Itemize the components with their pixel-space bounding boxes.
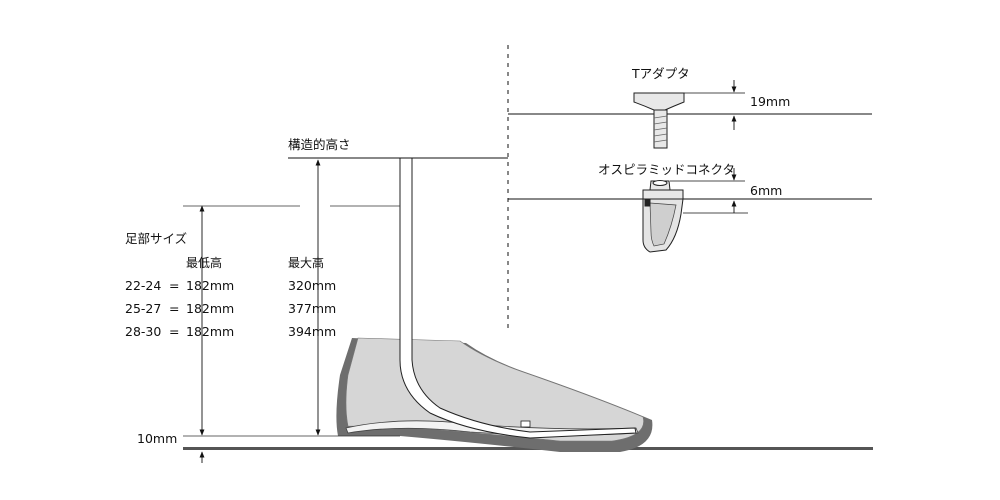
pyramid-dim-label: 6mm — [750, 183, 783, 198]
table-row-min: 182mm — [186, 278, 235, 293]
t-adapter — [633, 92, 685, 149]
table-row-max: 377mm — [288, 301, 337, 316]
table-row-size: 25-27 — [125, 301, 162, 316]
table-row-min: 182mm — [186, 301, 235, 316]
pyramid-connector-label: オスピラミッドコネクタ — [598, 162, 736, 177]
foot-cover — [345, 337, 644, 442]
table-row-size: 22-24 — [125, 278, 162, 293]
t-adapter-dim-label: 19mm — [750, 94, 791, 109]
base-dim-label: 10mm — [137, 431, 178, 446]
structural-height-label: 構造的高さ — [288, 137, 351, 152]
foot-size-label: 足部サイズ — [125, 231, 188, 246]
table-row-min: 182mm — [186, 324, 235, 339]
table-row-eq: = — [169, 301, 180, 316]
table-header-max: 最大高 — [288, 256, 325, 270]
table-row-size: 28-30 — [125, 324, 162, 339]
table-row-max: 320mm — [288, 278, 337, 293]
table-header-min: 最低高 — [186, 256, 223, 270]
keel-clip — [520, 420, 531, 428]
pyramid-connector — [642, 180, 684, 253]
table-row-eq: = — [169, 278, 180, 293]
table-row-eq: = — [169, 324, 180, 339]
t-adapter-label: Tアダプタ — [632, 66, 690, 81]
keel-blade — [399, 157, 637, 439]
table-row-max: 394mm — [288, 324, 337, 339]
